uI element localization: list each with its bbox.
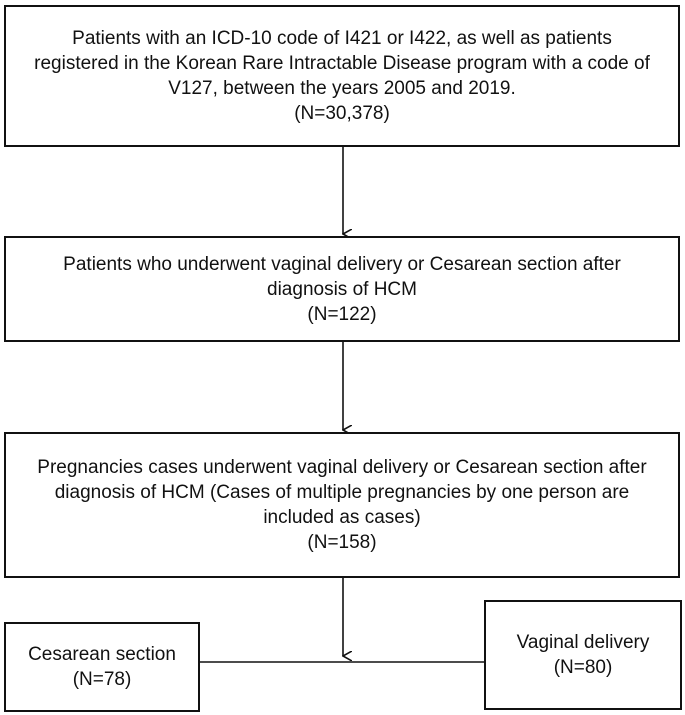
node-pregnancy-cases-line-2: diagnosis of HCM (Cases of multiple preg… bbox=[54, 482, 630, 503]
node-all-patients-line-1: Patients with an ICD-10 code of I421 or … bbox=[72, 28, 612, 49]
node-pregnancy-cases-count: (N=158) bbox=[307, 532, 377, 553]
node-all-patients-line-3: V127, between the years 2005 and 2019. bbox=[168, 78, 516, 99]
node-pregnancy-cases-line-1: Pregnancies cases underwent vaginal deli… bbox=[37, 457, 647, 478]
node-all-patients: Patients with an ICD-10 code of I421 or … bbox=[4, 5, 680, 147]
node-delivered-patients: Patients who underwent vaginal delivery … bbox=[4, 236, 680, 342]
node-cesarean-section-count: (N=78) bbox=[72, 669, 132, 690]
node-cesarean-section-label: Cesarean section bbox=[28, 644, 176, 665]
node-vaginal-delivery-count: (N=80) bbox=[553, 657, 613, 678]
node-all-patients-line-2: registered in the Korean Rare Intractabl… bbox=[34, 53, 650, 74]
node-pregnancy-cases-line-3: included as cases) bbox=[263, 507, 421, 528]
node-vaginal-delivery: Vaginal delivery (N=80) bbox=[484, 600, 682, 710]
node-delivered-patients-line-1: Patients who underwent vaginal delivery … bbox=[63, 253, 621, 275]
node-pregnancy-cases: Pregnancies cases underwent vaginal deli… bbox=[4, 432, 680, 578]
node-delivered-patients-line-2: diagnosis of HCM bbox=[267, 278, 417, 300]
node-delivered-patients-count: (N=122) bbox=[307, 303, 377, 325]
node-vaginal-delivery-label: Vaginal delivery bbox=[516, 632, 650, 653]
node-all-patients-count: (N=30,378) bbox=[294, 103, 390, 124]
node-cesarean-section: Cesarean section (N=78) bbox=[4, 622, 200, 712]
